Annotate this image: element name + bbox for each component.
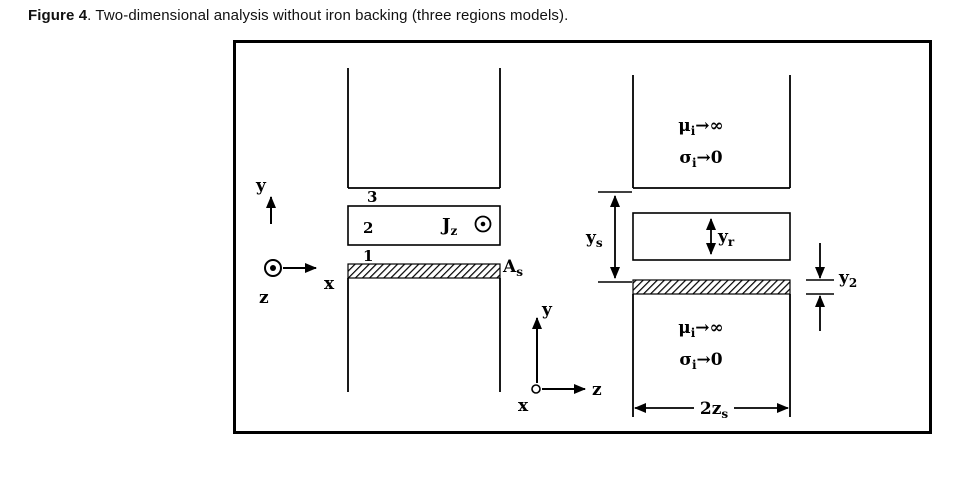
figure-number: Figure 4 <box>28 7 88 24</box>
sheet-hatch-right <box>632 279 791 295</box>
current-density-label: Jz <box>440 215 458 238</box>
bottom-origin-icon <box>531 384 541 394</box>
iron-bottom-mu-label: μi→∞ <box>678 318 723 340</box>
zs-width-label: 2zs <box>700 399 728 421</box>
conductor-region-rect <box>347 205 501 246</box>
current-out-icon <box>474 215 492 233</box>
left-axes <box>266 196 317 273</box>
sheet-label: As <box>502 257 523 279</box>
y2-dimension-label: y2 <box>838 268 857 290</box>
region-2-label: 2 <box>363 219 373 237</box>
left-axis-x-label: x <box>324 274 335 294</box>
ys-dimension-label: ys <box>585 228 603 250</box>
bottom-axis-y-label: y <box>541 300 553 320</box>
iron-bottom-sigma-label: σi→0 <box>679 350 722 372</box>
rotor-region-rect <box>632 212 791 261</box>
left-slot-model <box>347 68 501 392</box>
ys-dimension <box>598 191 632 283</box>
figure-diagram: 3 2 1 Jz As y x z y z x μi→∞ σi→0 μi→∞ σ… <box>255 68 857 421</box>
sheet-hatch-left <box>347 263 501 279</box>
figure-title: . Two-dimensional analysis without iron … <box>87 7 569 24</box>
y2-dimension <box>806 243 834 331</box>
region-3-label: 3 <box>367 188 377 206</box>
figure-frame: 3 2 1 Jz As y x z y z x μi→∞ σi→0 μi→∞ σ… <box>233 40 932 434</box>
bottom-axis-z-label: z <box>592 380 602 400</box>
iron-top-sigma-label: σi→0 <box>679 148 722 170</box>
iron-top-mu-label: μi→∞ <box>678 116 723 138</box>
left-axis-z-label: z <box>259 288 269 308</box>
z-out-origin-icon <box>264 259 282 277</box>
figure-caption: Figure 4. Two-dimensional analysis witho… <box>28 7 568 24</box>
region-1-label: 1 <box>363 247 373 265</box>
bottom-axis-x-label: x <box>518 396 529 416</box>
right-model <box>632 75 791 417</box>
bottom-axes <box>532 317 586 394</box>
yr-dimension-label: yr <box>717 227 735 249</box>
left-axis-y-label: y <box>255 176 267 196</box>
